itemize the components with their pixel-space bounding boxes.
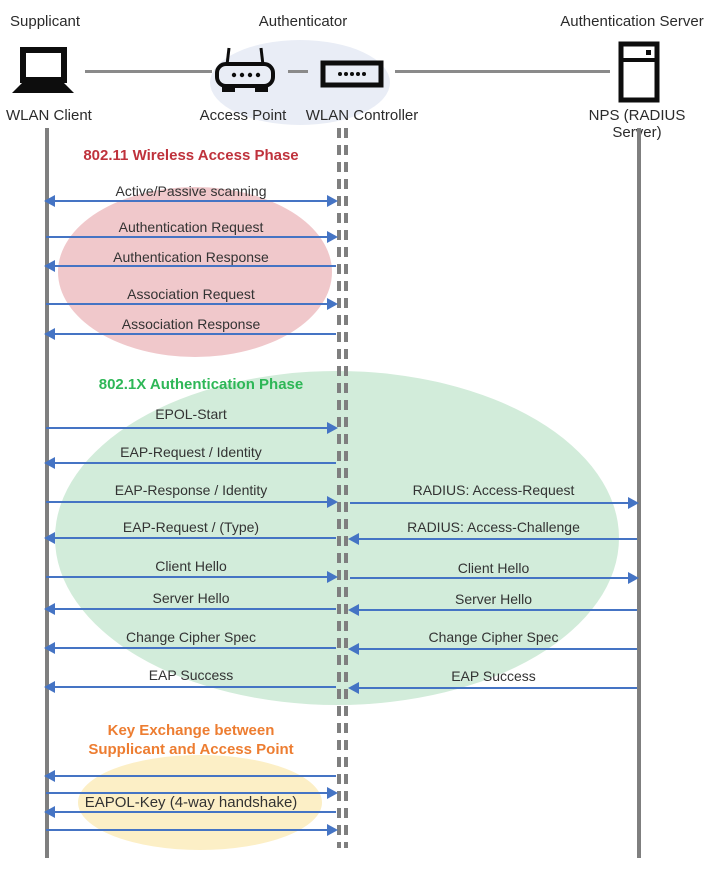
message-label: RADIUS: Access-Request bbox=[412, 482, 575, 498]
message-label: Active/Passive scanning bbox=[115, 183, 267, 199]
actor-role-supplicant: Supplicant bbox=[10, 13, 81, 30]
arrow-server-hello-right bbox=[348, 604, 637, 616]
arrow-eapol-key-2 bbox=[46, 787, 338, 799]
message-label: EAP Success bbox=[148, 667, 234, 683]
arrow-eap-success-right bbox=[348, 682, 637, 694]
actor-role-authentication-server: Authentication Server bbox=[560, 13, 704, 30]
arrow-change-cipher-spec-left bbox=[44, 642, 336, 654]
device-label-wlan-controller: WLAN Controller bbox=[305, 107, 419, 124]
message-label: Server Hello bbox=[152, 590, 230, 606]
actor-role-authenticator: Authenticator bbox=[258, 13, 348, 30]
arrow-eap-request-type bbox=[44, 532, 336, 544]
phase3-ellipse bbox=[78, 755, 322, 850]
arrow-active-passive-scanning bbox=[44, 195, 338, 207]
wlan-controller-icon bbox=[320, 60, 384, 88]
phase2-title: 802.1X Authentication Phase bbox=[98, 376, 304, 393]
arrow-client-hello-right bbox=[350, 572, 639, 584]
device-label-wlan-client: WLAN Client bbox=[6, 107, 92, 124]
message-label: EAPOL-Key (4-way handshake) bbox=[84, 794, 298, 811]
lifeline-radius-server bbox=[637, 128, 641, 858]
phase3-title-line2: Supplicant and Access Point bbox=[88, 741, 294, 758]
arrow-authentication-response bbox=[44, 260, 336, 272]
message-label: EAP-Request / Identity bbox=[120, 444, 262, 460]
device-label-access-point: Access Point bbox=[199, 107, 287, 124]
message-label: Client Hello bbox=[155, 558, 227, 574]
message-label: Authentication Response bbox=[113, 249, 269, 265]
lifeline-wlan-controller-left bbox=[337, 128, 341, 848]
lifeline-wlan-controller-right bbox=[344, 128, 348, 848]
arrow-eap-request-identity bbox=[44, 457, 336, 469]
laptop-icon bbox=[8, 46, 78, 96]
arrow-eap-response-identity bbox=[46, 496, 338, 508]
message-label: EAP-Request / (Type) bbox=[122, 519, 260, 535]
arrow-authentication-request bbox=[46, 231, 338, 243]
message-label: Client Hello bbox=[457, 560, 530, 576]
phase1-title: 802.11 Wireless Access Phase bbox=[83, 147, 299, 164]
message-label: Association Response bbox=[121, 316, 261, 332]
message-label: Association Request bbox=[127, 286, 255, 302]
message-label: EPOL-Start bbox=[155, 406, 227, 422]
message-label: Authentication Request bbox=[118, 219, 264, 235]
link-ap-controller bbox=[288, 70, 308, 73]
arrow-eap-success-left bbox=[44, 681, 336, 693]
arrow-eapol-key-3 bbox=[44, 806, 336, 818]
arrow-radius-access-challenge bbox=[348, 533, 637, 545]
arrow-change-cipher-spec-right bbox=[348, 643, 637, 655]
phase1-ellipse bbox=[58, 187, 332, 357]
message-label: Change Cipher Spec bbox=[428, 629, 559, 645]
lifeline-wlan-client bbox=[45, 128, 49, 858]
message-label: Server Hello bbox=[454, 591, 533, 607]
arrow-eapol-key-4 bbox=[46, 824, 338, 836]
message-label: EAP Success bbox=[451, 668, 536, 684]
arrow-epol-start bbox=[46, 422, 338, 434]
arrow-association-request bbox=[46, 298, 338, 310]
server-icon bbox=[618, 41, 660, 103]
arrow-client-hello-left bbox=[46, 571, 338, 583]
message-label: RADIUS: Access-Challenge bbox=[407, 519, 580, 535]
message-label: EAP-Response / Identity bbox=[114, 482, 268, 498]
link-client-ap bbox=[85, 70, 212, 73]
arrow-radius-access-request bbox=[350, 497, 639, 509]
arrow-eapol-key-1 bbox=[44, 770, 336, 782]
access-point-icon bbox=[212, 46, 278, 94]
arrow-association-response bbox=[44, 328, 336, 340]
arrow-server-hello-left bbox=[44, 603, 336, 615]
phase3-title-line1: Key Exchange between bbox=[107, 722, 275, 739]
link-controller-server bbox=[395, 70, 610, 73]
message-label: Change Cipher Spec bbox=[126, 629, 256, 645]
